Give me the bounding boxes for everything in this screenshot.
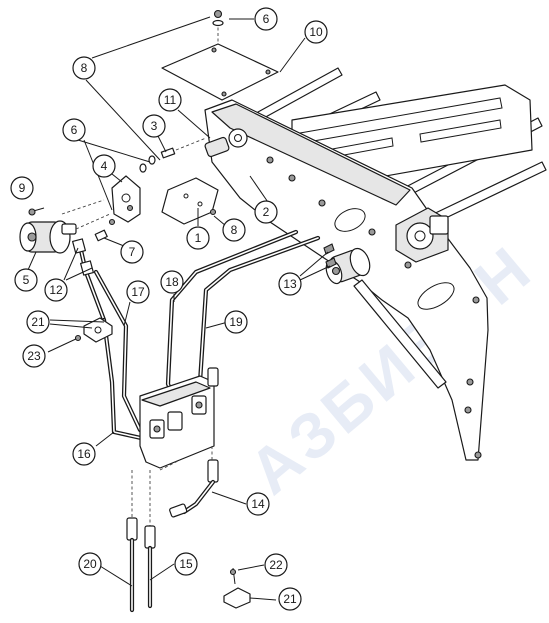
- svg-text:14: 14: [251, 497, 265, 511]
- callout-1: 1: [186, 226, 210, 250]
- svg-text:4: 4: [101, 159, 108, 173]
- svg-text:9: 9: [19, 181, 26, 195]
- callout-19: 19: [224, 310, 248, 334]
- svg-text:10: 10: [309, 25, 323, 39]
- svg-text:7: 7: [129, 245, 136, 259]
- svg-text:22: 22: [269, 558, 283, 572]
- plate-oval-cutout: [417, 282, 455, 310]
- callouts: 6 10 8 11 3 6 4 9 2 1 8 7 5 12 13 17 18 …: [10, 7, 328, 611]
- callout-21b: 21: [278, 587, 302, 611]
- clamp-upper: [47, 317, 113, 353]
- callout-22: 22: [264, 553, 288, 577]
- callout-3: 3: [142, 114, 166, 138]
- svg-text:5: 5: [23, 273, 30, 287]
- svg-text:11: 11: [164, 93, 177, 107]
- callout-12: 12: [44, 278, 68, 302]
- callout-23: 23: [22, 344, 46, 368]
- svg-text:18: 18: [165, 275, 179, 289]
- frame-assembly: [204, 67, 547, 461]
- svg-text:21: 21: [31, 315, 45, 329]
- callout-8a: 8: [72, 56, 96, 80]
- callout-4: 4: [92, 154, 116, 178]
- svg-text:21: 21: [283, 592, 297, 606]
- callout-7: 7: [120, 240, 144, 264]
- svg-text:6: 6: [263, 12, 270, 26]
- callout-20: 20: [78, 552, 102, 576]
- svg-text:23: 23: [27, 349, 41, 363]
- hoses-lower: [126, 459, 181, 613]
- svg-text:3: 3: [151, 119, 158, 133]
- callout-10: 10: [304, 20, 328, 44]
- callout-9: 9: [10, 176, 34, 200]
- callout-11: 11: [158, 88, 182, 112]
- callout-6a: 6: [254, 7, 278, 31]
- callout-2: 2: [254, 200, 278, 224]
- fitting-7: [94, 229, 108, 242]
- svg-text:12: 12: [49, 283, 63, 297]
- callout-13: 13: [278, 272, 302, 296]
- bracket-plate: [161, 177, 219, 225]
- plate-screws: [266, 156, 482, 459]
- svg-text:8: 8: [81, 61, 88, 75]
- cover-plate: [161, 43, 279, 101]
- clamp-lower: [223, 567, 251, 609]
- valve-block: [139, 367, 219, 469]
- screw-top: [213, 9, 223, 19]
- callout-17: 17: [126, 280, 150, 304]
- callout-5: 5: [14, 268, 38, 292]
- svg-text:16: 16: [77, 447, 91, 461]
- svg-text:20: 20: [83, 557, 97, 571]
- callout-6b: 6: [62, 118, 86, 142]
- screw-9: [28, 207, 45, 216]
- svg-text:17: 17: [131, 285, 145, 299]
- motor-left: [19, 220, 77, 254]
- right-bearing-assembly: [395, 207, 449, 263]
- callout-8b: 8: [222, 218, 246, 242]
- svg-text:2: 2: [263, 205, 270, 219]
- callout-18: 18: [160, 270, 184, 294]
- svg-text:15: 15: [179, 557, 193, 571]
- callout-21a: 21: [26, 310, 50, 334]
- fitting-14: [169, 459, 219, 518]
- callout-16: 16: [72, 442, 96, 466]
- motor-right: [325, 247, 371, 285]
- svg-text:1: 1: [195, 231, 202, 245]
- svg-text:8: 8: [231, 223, 238, 237]
- svg-text:19: 19: [229, 315, 243, 329]
- callout-14: 14: [246, 492, 270, 516]
- svg-text:6: 6: [71, 123, 78, 137]
- diagonal-rod: [353, 279, 447, 389]
- svg-text:13: 13: [283, 277, 297, 291]
- callout-15: 15: [174, 552, 198, 576]
